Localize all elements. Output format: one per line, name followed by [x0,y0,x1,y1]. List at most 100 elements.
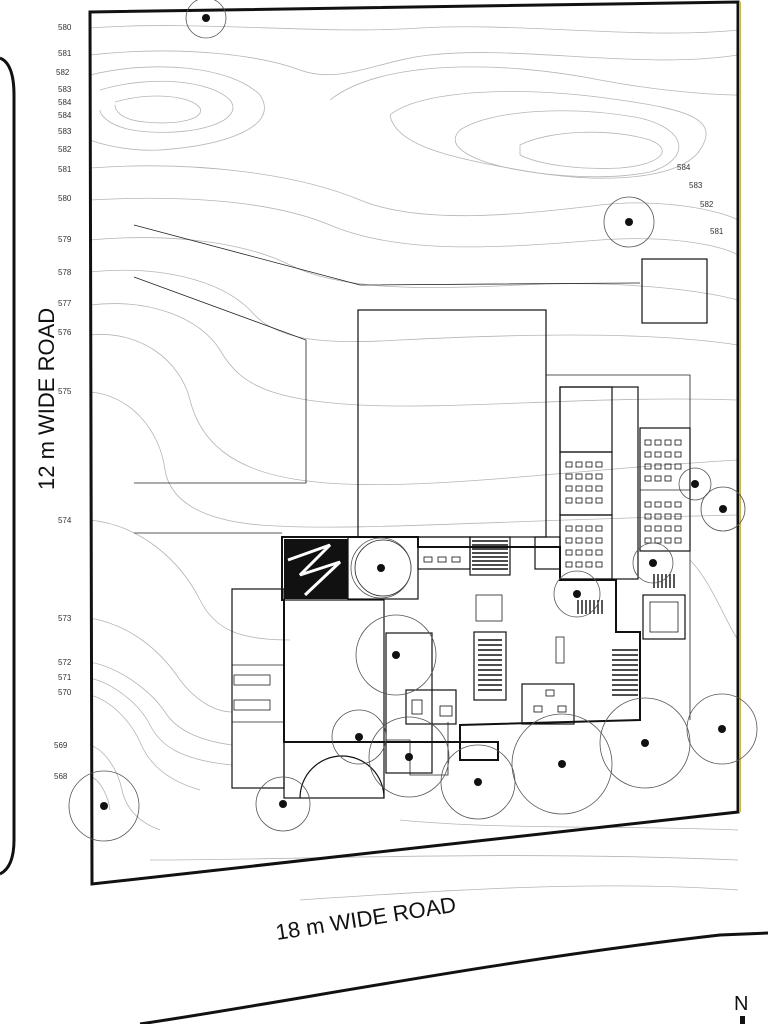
room-meeting [521,683,575,725]
contour-label: 579 [58,235,72,244]
tree-trunk [573,590,581,598]
contour-label: 573 [58,614,72,623]
stair-core [473,631,507,701]
tree-trunk [691,480,699,488]
tree-trunk [641,739,649,747]
contour-label: 582 [56,68,70,77]
path-line [133,224,641,286]
contour-label: 577 [58,299,72,308]
tree-canopy [368,716,450,798]
office-furniture [411,699,453,717]
north-arrow: N [734,993,748,1024]
tree-trunk [279,800,287,808]
site-boundary [88,0,741,886]
room-office [405,689,457,725]
seating-classroom-1 [565,461,603,504]
contour-label: 580 [58,194,72,203]
toilet-row [233,674,271,686]
contour-label: 571 [58,673,72,682]
classroom [559,386,613,453]
tree-canopy [331,709,387,765]
contour-labels-west: 580 581 582 583 584 584 583 582 581 580 … [54,23,72,781]
hall-block [283,599,385,799]
tree-trunk [405,753,413,761]
tree-canopy [511,713,613,815]
utility-block [641,258,708,324]
furniture [411,439,682,717]
tree-trunk [377,564,385,572]
court-area [357,309,547,538]
contour-label: 583 [689,181,703,190]
tree-canopy [68,770,140,842]
contour-label: 578 [58,268,72,277]
contour-label: 582 [58,145,72,154]
contour-label: 583 [58,127,72,136]
kitchen-fixtures [423,556,461,563]
tree-trunk [625,218,633,226]
tank [642,594,686,640]
room-small [534,536,561,570]
contour-label: 576 [58,328,72,337]
tree-trunk [558,760,566,768]
fixture [555,636,565,664]
outdoor-features [133,224,708,720]
contour-label: 570 [58,688,72,697]
contour-label: 581 [710,227,724,236]
tree-canopy [355,614,437,696]
tree-canopy [678,467,712,501]
contour-label: 581 [58,49,72,58]
north-arrow-icon [740,1016,745,1024]
tree-canopy [632,542,674,584]
lift-core [475,594,503,622]
east-classroom-wing [639,427,691,552]
boundary-line [88,0,740,886]
west-road-label: 12 m WIDE ROAD [34,308,59,490]
north-label: N [734,993,748,1015]
wall [386,722,449,776]
tree-canopy [603,196,655,248]
tree-trunk [719,505,727,513]
tree-trunk [649,559,657,567]
trees [68,0,758,842]
building [231,386,691,799]
contour-label: 581 [58,165,72,174]
stair-core [469,536,511,576]
contour-label: 583 [58,85,72,94]
amphitheatre [299,755,385,799]
contour-labels-east: 584 583 582 581 [677,163,724,236]
tree-trunk [100,802,108,810]
toilet-row [233,699,271,711]
tank-inner [649,601,679,633]
room-kitchen [417,536,471,570]
west-wing [231,588,285,789]
contour-label: 580 [58,23,72,32]
path-line [546,374,691,720]
corridor-block [385,632,433,774]
tree-canopy [686,693,758,765]
contour-lines [89,25,739,901]
tree-trunk [355,733,363,741]
meeting-furniture [533,689,567,713]
classroom [559,514,613,580]
contour-label: 569 [54,741,68,750]
contour-label: 574 [58,516,72,525]
tree-canopy [553,570,601,618]
contour-label: 572 [58,658,72,667]
seating-classroom-2 [565,525,603,568]
tree-canopy [255,776,311,832]
contour-label: 584 [58,98,72,107]
tree-canopy [185,0,227,39]
contour-label: 584 [58,111,72,120]
tree-canopy [350,537,412,599]
path-line [133,276,307,484]
west-road-edge [0,56,16,876]
tree-trunk [392,651,400,659]
stair-zigzag [287,543,342,597]
tree-canopy [700,486,746,532]
contour-label: 582 [700,200,714,209]
contour-label: 575 [58,387,72,396]
seating-east-2 [644,501,682,544]
classroom [559,451,613,516]
tree-trunk [202,14,210,22]
